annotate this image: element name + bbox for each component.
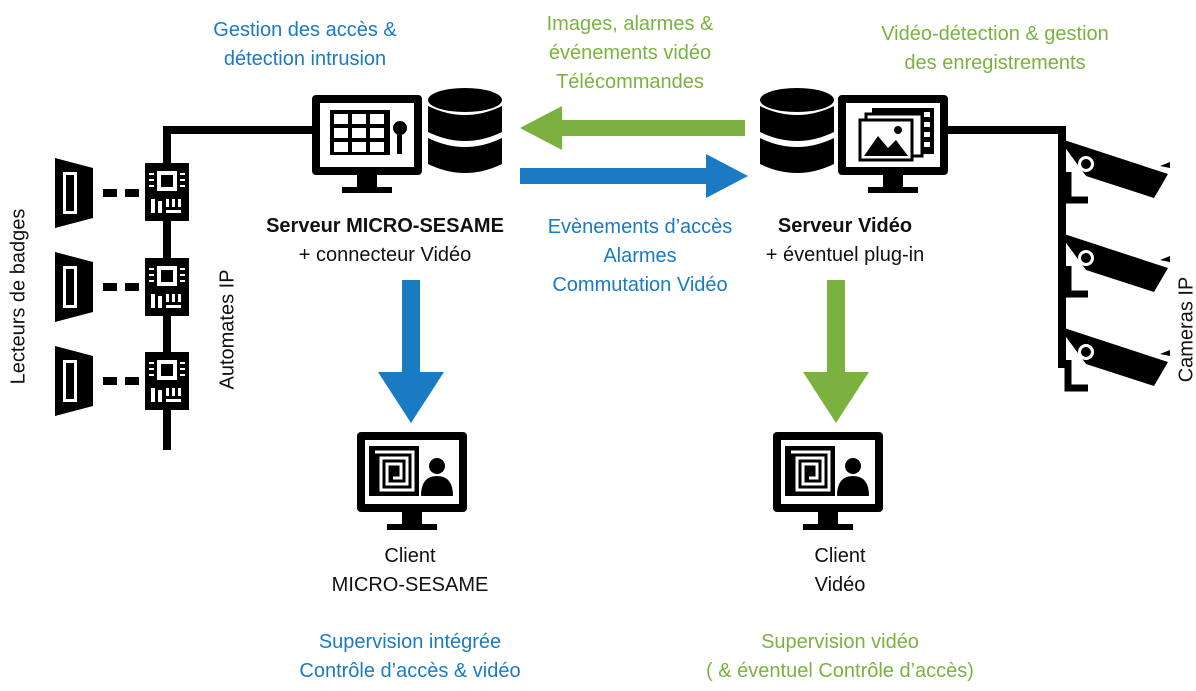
ip-controllers-label: Automates IP bbox=[216, 269, 239, 390]
ip-cameras bbox=[1058, 138, 1170, 388]
keypad-icon bbox=[330, 110, 407, 155]
database-icon bbox=[760, 88, 834, 173]
access-to-video-label: Evènements d’accès Alarmes Commutation V… bbox=[547, 216, 733, 296]
client-video bbox=[773, 432, 883, 530]
arrow-down-video bbox=[803, 280, 869, 423]
client-micro-sesame bbox=[357, 432, 467, 530]
ip-cameras-label: Cameras IP bbox=[1175, 276, 1196, 383]
arrow-down-access bbox=[378, 280, 444, 423]
micro-sesame-server-label: Serveur MICRO-SESAME + connecteur Vidéo bbox=[266, 215, 504, 266]
door-reader-icon bbox=[55, 158, 93, 228]
micro-sesame-server bbox=[312, 88, 502, 193]
camera-icon bbox=[1058, 138, 1170, 200]
video-server-label: Serveur Vidéo + éventuel plug-in bbox=[765, 215, 925, 266]
circuit-board-icon bbox=[145, 163, 189, 221]
arrow-video-to-access bbox=[520, 106, 745, 150]
arrow-access-to-video bbox=[520, 154, 748, 198]
circuit-board-icon bbox=[145, 258, 189, 316]
client-micro-sesame-label: Client MICRO-SESAME bbox=[331, 545, 489, 596]
ip-controllers bbox=[145, 163, 189, 410]
video-server bbox=[760, 88, 948, 193]
image-gallery-icon bbox=[858, 108, 934, 162]
badge-readers bbox=[55, 158, 93, 416]
access-management-label: Gestion des accès & détection intrusion bbox=[213, 19, 397, 70]
video-to-access-label: Images, alarmes & événements vidéo Téléc… bbox=[546, 13, 714, 93]
door-reader-icon bbox=[55, 252, 93, 322]
door-reader-icon bbox=[55, 346, 93, 416]
circuit-board-icon bbox=[145, 352, 189, 410]
client-video-label: Client Vidéo bbox=[814, 545, 866, 596]
database-icon bbox=[428, 88, 502, 173]
video-detection-label: Vidéo-détection & gestion des enregistre… bbox=[881, 23, 1109, 74]
camera-icon bbox=[1058, 232, 1170, 294]
badge-readers-label: Lecteurs de badges bbox=[7, 208, 30, 385]
camera-icon bbox=[1058, 326, 1170, 388]
supervision-video-label: Supervision vidéo ( & éventuel Contrôle … bbox=[706, 631, 974, 682]
supervision-integrated-label: Supervision intégrée Contrôle d’accès & … bbox=[299, 631, 521, 682]
